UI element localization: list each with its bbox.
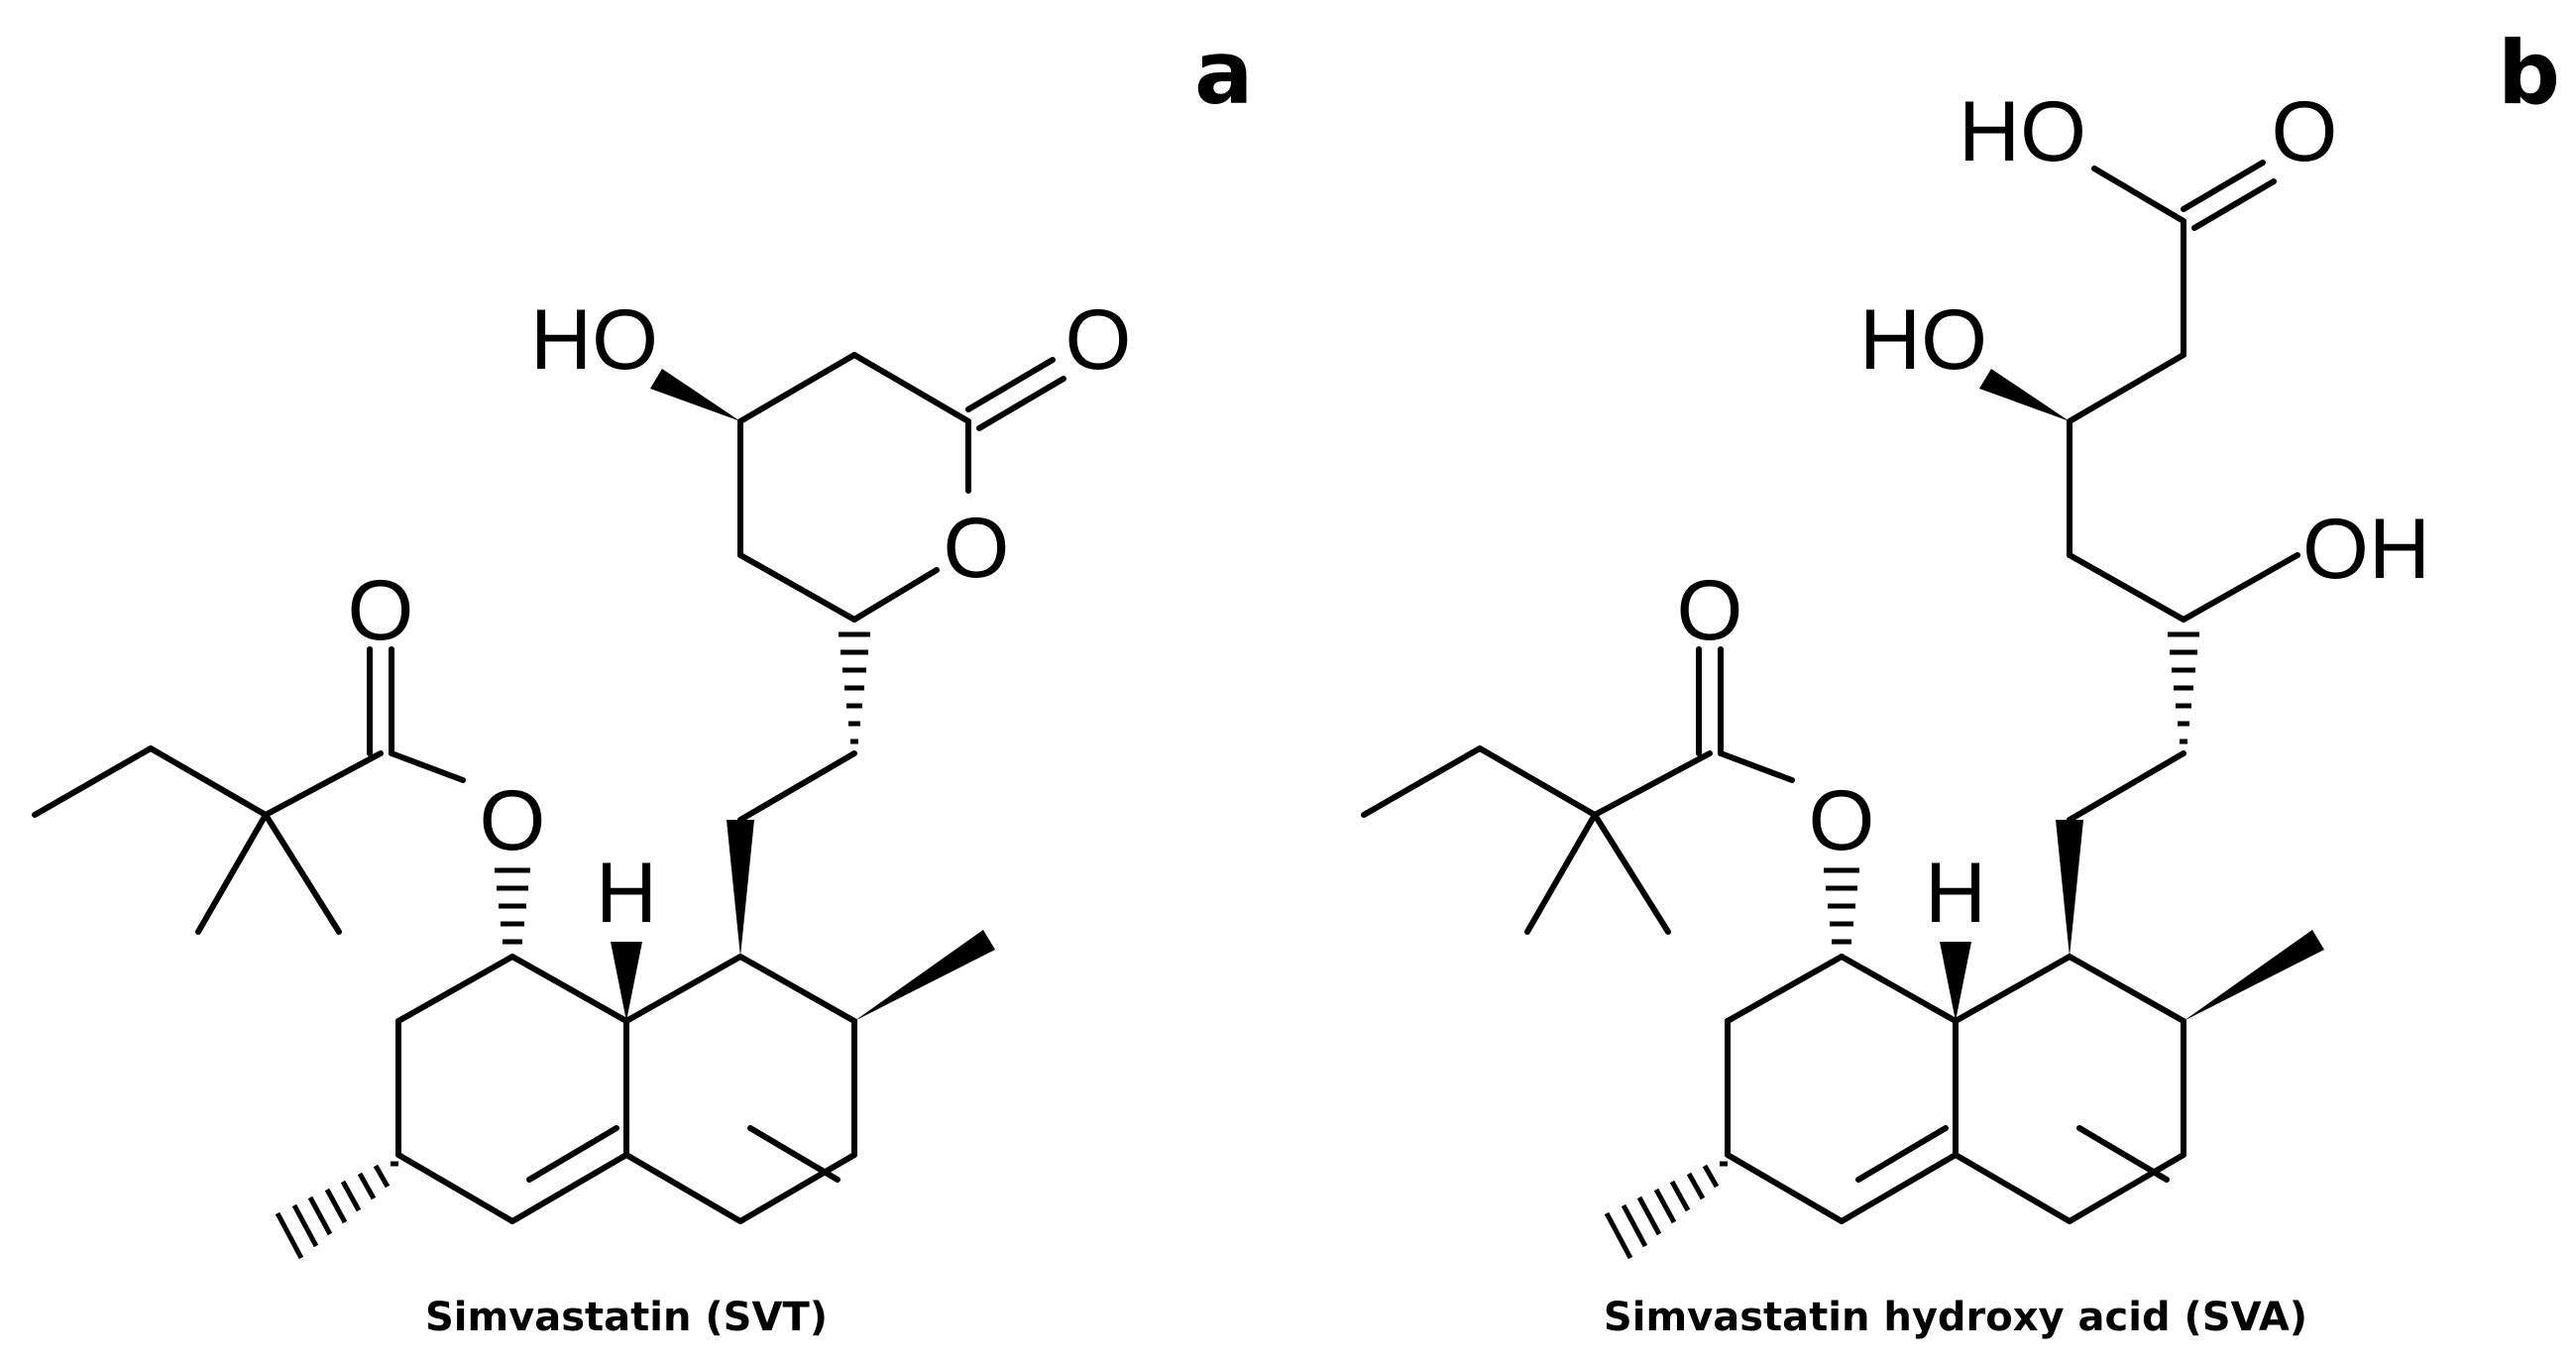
panel-a-linker-wedge [727, 820, 754, 957]
panel-a-linker-hash [839, 631, 870, 744]
panel-b-decalin [1725, 954, 2186, 1224]
panel-b-h-label: H [1925, 846, 1986, 941]
panel-a-methyl-hash [275, 1161, 398, 1260]
panel-a-h-label: H [596, 846, 657, 941]
panel-a-letter: a [1194, 22, 1253, 124]
panel-b-h-wedge [1940, 942, 1971, 1021]
panel-b-acid-ho-label: HO [1959, 84, 2086, 179]
panel-a-ho-label: HO [530, 292, 658, 388]
panel-a-h-wedge [611, 942, 642, 1021]
panel-a-decalin [395, 954, 857, 1224]
panel-a-ester-o: O [480, 773, 546, 868]
panel-a-hydroxy-wedge [650, 369, 740, 421]
panel-b-hydroxy-wedge [1979, 369, 2070, 421]
panel-b-methyl-wedge [2184, 930, 2324, 1021]
panel-a-ester-carbonyl-o: O [348, 563, 414, 658]
panel-a-methyl-wedge [854, 930, 995, 1021]
panel-a-caption: Simvastatin (SVT) [425, 1295, 828, 1340]
panel-b-ho-label: HO [1859, 292, 1987, 388]
panel-a-ester-hash [495, 867, 530, 945]
panel-b-linker-wedge [2056, 820, 2083, 957]
panel-b-linker-hash [2168, 631, 2199, 744]
panel-b-ester-o: O [1809, 773, 1875, 868]
panel-a-ketone-o: O [1065, 292, 1132, 388]
panel-a-ring-o: O [944, 501, 1010, 596]
panel-b-letter: b [2498, 22, 2560, 124]
panel-b-acid-o-label: O [2272, 84, 2338, 179]
panel-b-ester-hash [1824, 867, 1859, 945]
panel-b-oh-label: OH [2302, 502, 2430, 597]
panel-b-ester-carbonyl-o: O [1677, 563, 1743, 658]
panel-a-structure: a [32, 22, 1253, 1340]
panel-b-structure: b [1361, 22, 2560, 1340]
panel-b-methyl-hash [1604, 1161, 1728, 1260]
panel-b-caption: Simvastatin hydroxy acid (SVA) [1604, 1295, 2307, 1340]
panel-a-lactone-ring [737, 352, 971, 623]
panel-b-acid-chain [2067, 160, 2300, 623]
